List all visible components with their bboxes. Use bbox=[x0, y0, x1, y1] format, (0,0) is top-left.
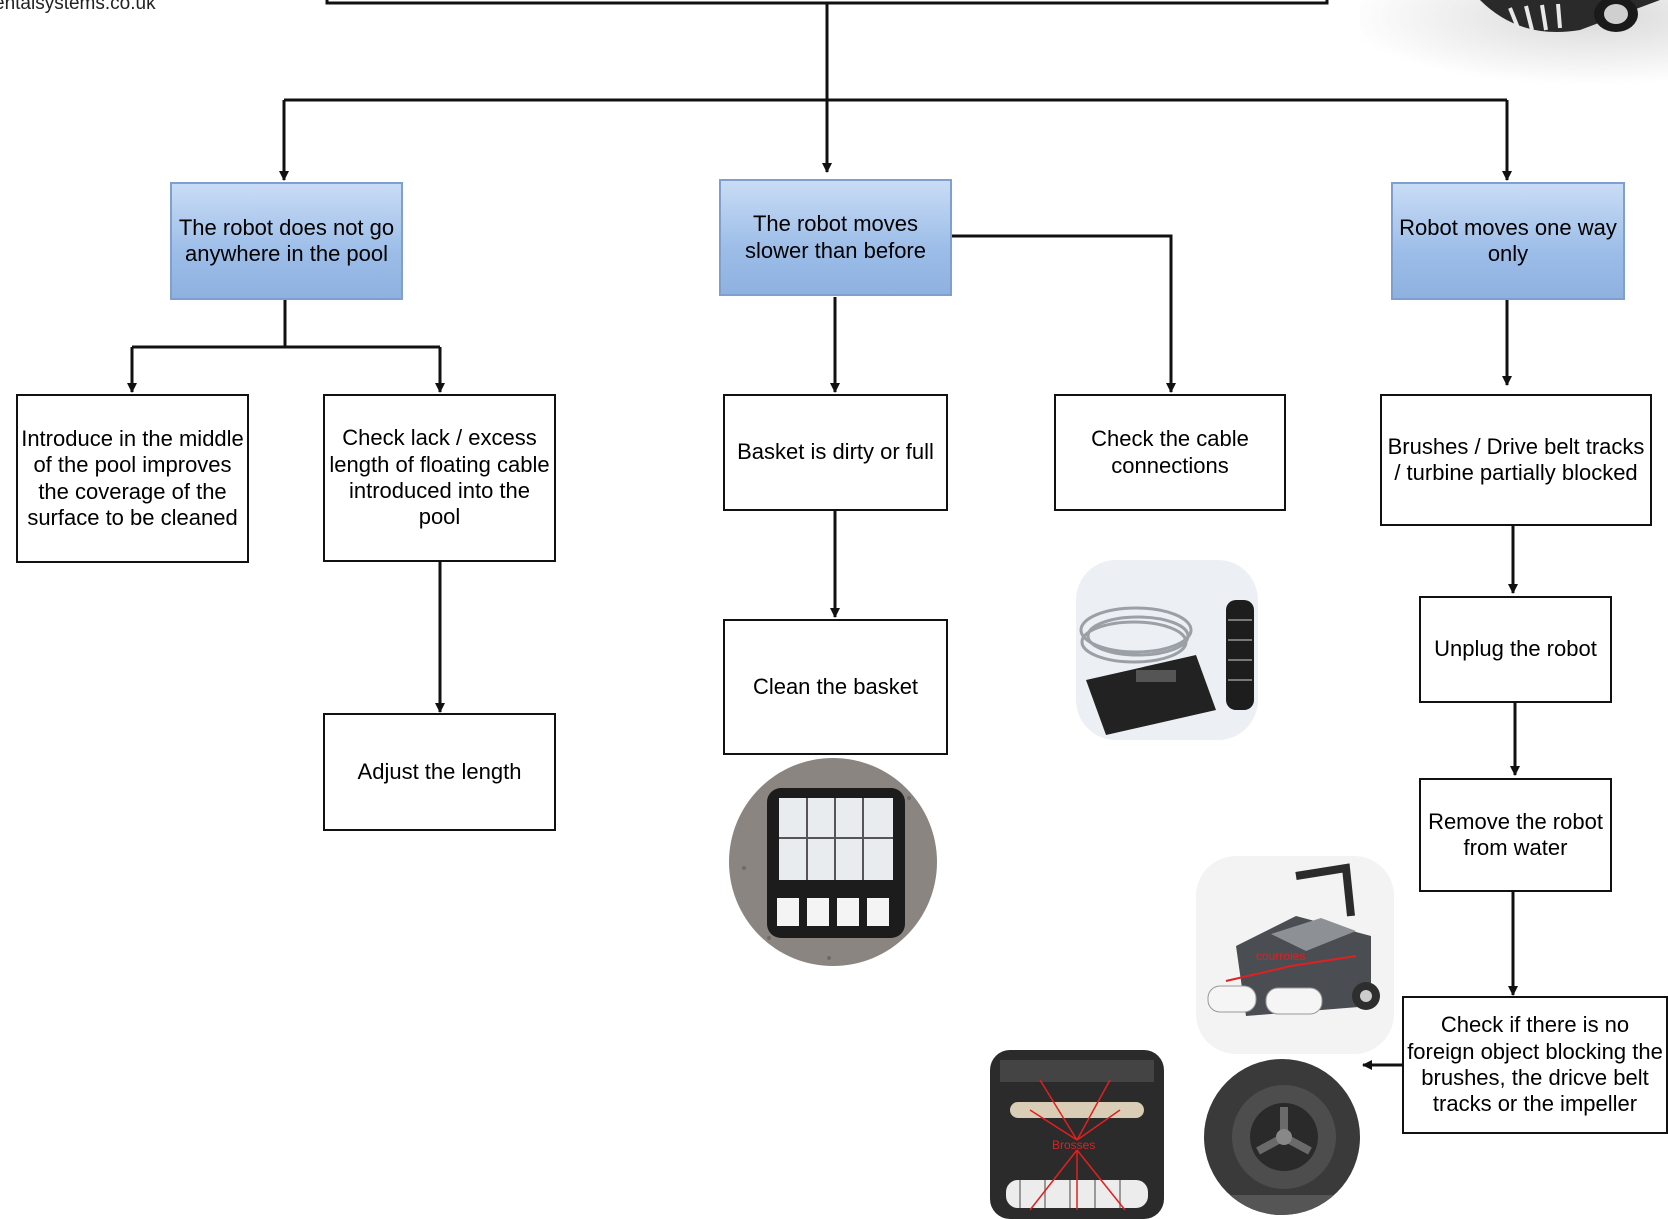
impeller-photo bbox=[1204, 1059, 1360, 1215]
step-unplug-robot: Unplug the robot bbox=[1419, 596, 1612, 703]
step-check-cable-connections-label: Check the cable connections bbox=[1091, 426, 1249, 478]
step-check-cable-length-label: Check lack / excess length of floating c… bbox=[329, 425, 550, 530]
step-brushes-blocked-label: Brushes / Drive belt tracks / turbine pa… bbox=[1387, 433, 1645, 485]
step-basket-dirty-label: Basket is dirty or full bbox=[737, 439, 934, 465]
symptom-robot-one-way-label: Robot moves one way only bbox=[1399, 214, 1617, 266]
step-introduce-middle: Introduce in the middle of the pool impr… bbox=[16, 394, 249, 563]
step-remove-robot-label: Remove the robot from water bbox=[1428, 808, 1603, 860]
top-robot-photo bbox=[1360, 0, 1668, 85]
robot-underside-brushes-photo: Brosses bbox=[990, 1050, 1164, 1219]
symptom-robot-one-way: Robot moves one way only bbox=[1391, 182, 1625, 300]
symptom-robot-slower: The robot moves slower than before bbox=[719, 179, 952, 296]
symptom-robot-stuck-label: The robot does not go anywhere in the po… bbox=[178, 214, 395, 266]
step-check-cable-length: Check lack / excess length of floating c… bbox=[323, 394, 556, 562]
source-watermark: entalsystems.co.uk bbox=[0, 0, 156, 14]
step-introduce-middle-label: Introduce in the middle of the pool impr… bbox=[21, 425, 244, 530]
step-adjust-length: Adjust the length bbox=[323, 713, 556, 831]
photo-label-belts: courroies bbox=[1256, 949, 1305, 963]
step-basket-dirty: Basket is dirty or full bbox=[723, 394, 948, 511]
symptom-robot-slower-label: The robot moves slower than before bbox=[745, 211, 926, 263]
step-clean-basket: Clean the basket bbox=[723, 619, 948, 755]
root-box-edge bbox=[325, 0, 1329, 5]
symptom-robot-stuck: The robot does not go anywhere in the po… bbox=[170, 182, 403, 300]
step-clean-basket-label: Clean the basket bbox=[752, 673, 919, 699]
filter-basket-photo bbox=[729, 758, 937, 966]
step-check-foreign-object-label: Check if there is no foreign object bloc… bbox=[1407, 1012, 1663, 1117]
step-check-foreign-object: Check if there is no foreign object bloc… bbox=[1402, 996, 1668, 1134]
step-remove-robot: Remove the robot from water bbox=[1419, 778, 1612, 892]
photo-label-brushes: Brosses bbox=[1052, 1138, 1095, 1152]
step-check-cable-connections: Check the cable connections bbox=[1054, 394, 1286, 511]
step-unplug-robot-label: Unplug the robot bbox=[1434, 636, 1597, 662]
pool-robot-photo: courroies bbox=[1196, 856, 1394, 1054]
step-adjust-length-label: Adjust the length bbox=[357, 758, 522, 784]
power-supply-cable-photo bbox=[1076, 560, 1258, 740]
connector-to-cable-connections bbox=[951, 234, 1176, 393]
connector-symptom1-bus bbox=[132, 300, 440, 349]
step-brushes-blocked: Brushes / Drive belt tracks / turbine pa… bbox=[1380, 394, 1652, 526]
